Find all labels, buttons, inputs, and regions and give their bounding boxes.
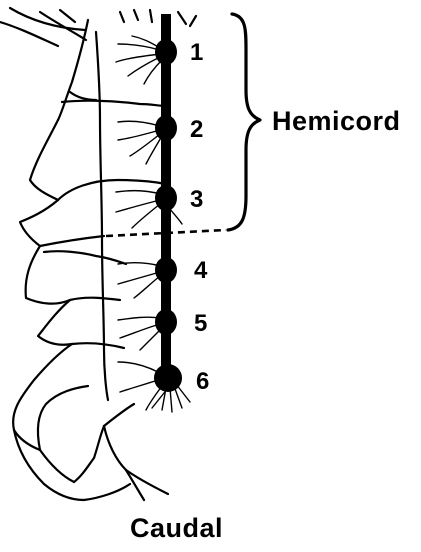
segment-number-3: 3 (190, 186, 203, 213)
ganglion-4 (155, 257, 177, 283)
nerve-branches (116, 36, 190, 412)
segment-number-6: 6 (196, 368, 209, 395)
segment-number-5: 5 (194, 310, 207, 337)
hemicord-bracket (228, 14, 260, 230)
segment-numbers: 1 2 3 4 5 6 (190, 39, 209, 395)
ganglion-1 (155, 39, 177, 65)
ganglion-6 (154, 364, 182, 392)
hemicord-label: Hemicord (272, 106, 401, 136)
segment-number-2: 2 (190, 116, 203, 143)
ganglion-5 (155, 309, 177, 335)
ganglion-2 (155, 115, 177, 141)
segment-number-4: 4 (194, 257, 208, 284)
ganglion-3 (155, 185, 177, 211)
segment-number-1: 1 (190, 39, 203, 66)
caudal-label: Caudal (130, 513, 223, 543)
